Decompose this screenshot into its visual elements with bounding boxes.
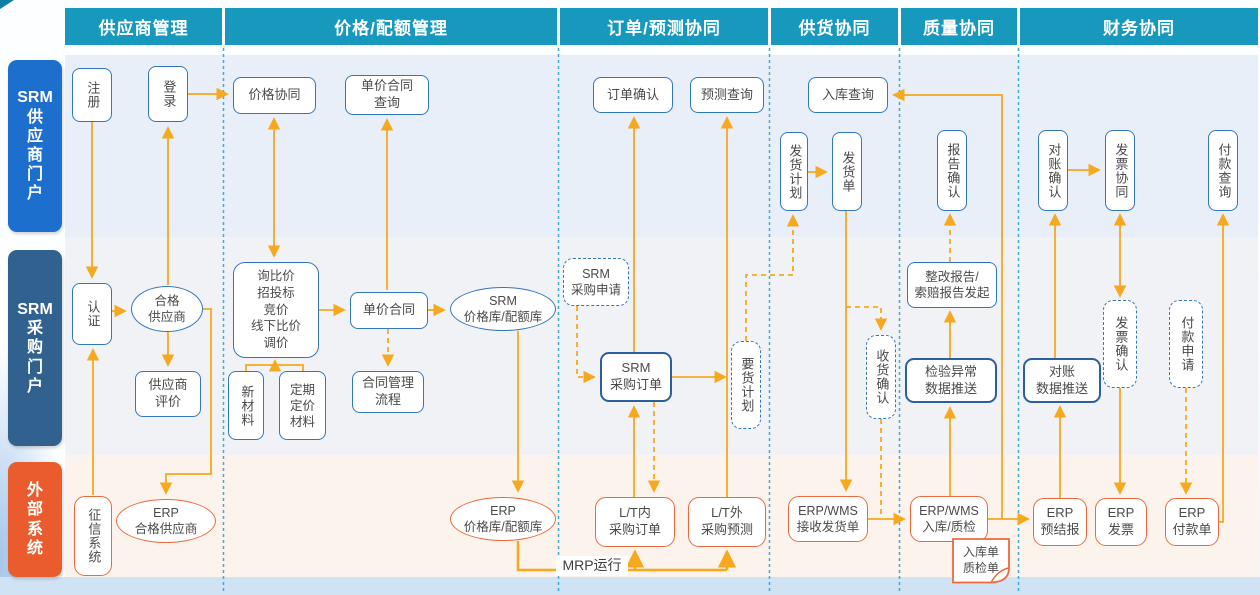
header-price-quota-management: 价格/配额管理 — [225, 8, 557, 45]
node-demand-plan: 要货计划 — [731, 341, 761, 429]
node-erp-prelim: ERP 预结报 — [1033, 498, 1087, 546]
node-invoice-collab: 发票协同 — [1105, 130, 1135, 211]
node-inbound-query: 入库查询 — [808, 77, 888, 113]
node-credit-system: 征信系统 — [74, 496, 112, 576]
node-receive-confirm: 收货确认 — [866, 335, 896, 419]
node-erpwms-inbound: ERP/WMS 入库/质检 — [910, 496, 988, 542]
node-erp-price-lib: ERP 价格库/配额库 — [450, 497, 556, 541]
header-order-forecast-collab: 订单/预测协同 — [560, 8, 768, 45]
node-order-confirm: 订单确认 — [593, 77, 673, 113]
node-login: 登录 — [148, 66, 188, 122]
node-forecast-query: 预测查询 — [690, 77, 764, 113]
node-srm-purchase-request: SRM 采购申请 — [563, 258, 629, 306]
node-unit-price-query: 单价合同 查询 — [345, 75, 429, 115]
header-quality-collab: 质量协同 — [901, 8, 1017, 45]
node-inbound-doc: 入库单 质检单 — [951, 537, 1011, 585]
node-qualified-supplier: 合格 供应商 — [131, 286, 203, 332]
inbound-doc-label: 入库单 质检单 — [962, 545, 999, 575]
node-invoice-confirm: 发票确认 — [1103, 300, 1137, 388]
lane-srm-supplier-portal: SRM 供 应 商 门 户 — [8, 60, 62, 232]
node-payment-query: 付款查询 — [1208, 130, 1238, 211]
node-recon-confirm: 对账确认 — [1038, 130, 1068, 211]
node-contract-flow: 合同管理 流程 — [352, 371, 424, 413]
node-srm-price-lib: SRM 价格库/配额库 — [450, 287, 556, 331]
node-recon-push: 对账 数据推送 — [1023, 358, 1101, 403]
node-rectify-report: 整改报告/ 索赔报告发起 — [907, 262, 997, 308]
node-erpwms-receive: ERP/WMS 接收发货单 — [788, 496, 868, 542]
lane-external-system: 外 部 系 统 — [8, 462, 62, 577]
header-finance-collab: 财务协同 — [1020, 8, 1258, 45]
node-report-confirm: 报告确认 — [937, 130, 967, 211]
node-lt-in-order: L/T内 采购订单 — [595, 497, 675, 547]
node-srm-purchase-order: SRM 采购订单 — [600, 352, 672, 402]
header-supply-collab: 供货协同 — [771, 8, 898, 45]
label-mrp-run: MRP运行 — [556, 556, 628, 576]
header-supplier-management: 供应商管理 — [65, 8, 222, 45]
node-lt-out-forecast: L/T外 采购预测 — [688, 497, 766, 547]
bottom-strip — [0, 577, 1260, 595]
node-erp-invoice: ERP 发票 — [1095, 498, 1147, 546]
node-periodic-material: 定期 定价 材料 — [279, 371, 326, 440]
node-inquiry-pricing: 询比价 招投标 竞价 线下比价 调价 — [233, 262, 319, 358]
document-shape — [952, 538, 1010, 584]
node-erp-qualified-supplier: ERP 合格供应商 — [116, 499, 216, 543]
node-unit-price-contract: 单价合同 — [350, 292, 428, 329]
node-erp-payment: ERP 付款单 — [1165, 498, 1219, 546]
node-auth: 认证 — [72, 283, 112, 345]
lane-srm-purchase-portal: SRM 采 购 门 户 — [8, 250, 62, 446]
node-register: 注册 — [72, 68, 112, 122]
node-payment-apply: 付款申请 — [1169, 300, 1203, 388]
node-price-collab: 价格协同 — [233, 77, 316, 114]
node-inspection-push: 检验异常 数据推送 — [905, 358, 997, 403]
node-supplier-eval: 供应商 评价 — [135, 371, 201, 417]
node-new-material: 新材料 — [228, 371, 264, 440]
node-ship-plan: 发货计划 — [780, 132, 808, 211]
corner-accent — [0, 0, 14, 9]
node-ship-order: 发货单 — [832, 132, 862, 211]
